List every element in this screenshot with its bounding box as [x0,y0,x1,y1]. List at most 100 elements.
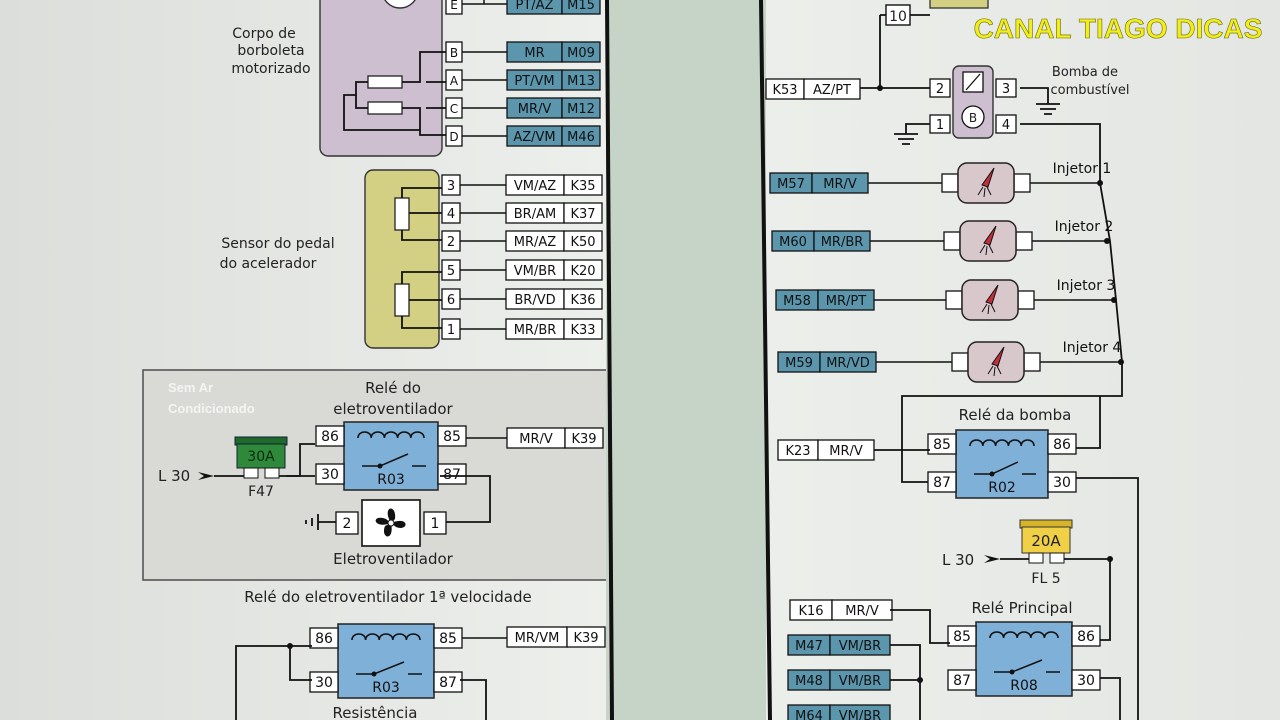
pedal-label-line: do acelerador [220,256,317,272]
relay-pin-text: 86 [1077,629,1095,645]
pin-box-text: C [450,102,458,116]
connector-code-tag-text: M46 [567,130,595,145]
pump-relay-title: Relé da bomba [959,406,1072,424]
connector-code-tag [561,97,601,119]
connector-code-tag-text: K20 [570,264,595,279]
pump-pin [995,114,1017,134]
relay-id: R08 [1010,678,1038,694]
center-connector-strip [606,0,766,720]
relay-contact [377,463,383,469]
fan-motor [361,499,421,547]
injector-spray-icon [977,186,992,198]
injector-icon [983,225,997,246]
fan-ground-icon [305,514,336,530]
relay-pin-text: 87 [443,467,461,483]
relay-pin [309,627,339,649]
fuse-f47: 30A [234,436,288,479]
relay-pin [947,669,977,691]
relay-pin-text: 30 [321,467,339,483]
strip-edge-left [605,0,614,720]
connector-code-tag-text: K33 [570,323,595,338]
wire-color-tag-text: MR/V [829,444,863,459]
pin-box-text: 5 [447,264,455,279]
resistance-label: Resistência [333,704,418,720]
relay-pin [315,425,345,447]
relay-pin-text: 87 [933,475,951,491]
wire-color-tag-text: VM/BR [514,264,556,279]
connector-code-tag-text: M58 [783,294,811,309]
wire-color-tag-text: MR/V [518,102,552,117]
injector-plug [1015,231,1033,251]
connector-code-tag [561,69,601,91]
wire [483,0,485,4]
injector-plug [1017,290,1035,310]
pump-relay-wires [874,396,1139,720]
pin-box-text: 2 [447,235,455,250]
relay-pin [309,671,339,693]
supply-arrow-icon [198,472,214,480]
connector-code-tag-text: K39 [571,432,596,447]
wire-color-tag-text: MR [524,46,544,61]
relay-coil-icon [351,633,421,641]
connector-code-tag-text: K35 [570,179,595,194]
relay-pin [437,425,467,447]
relay-pin-text: 85 [953,629,971,645]
relay-id: R03 [372,680,400,696]
relay-pin [1071,625,1101,647]
fan-label: Eletroventilador [333,550,453,568]
fuse-fl5-amp: 20A [1031,532,1061,550]
relay-pin [433,671,463,693]
fan-pin [335,511,359,535]
connector-code-tag-text: K50 [570,235,595,250]
wire-color-tag-text: MR/V [823,177,857,192]
pump-b-icon [961,105,985,129]
relay-id: R02 [988,480,1016,496]
wire-color-tag [829,704,891,720]
injector-label: Injetor 3 [1057,278,1116,294]
connector-code-tag [561,41,601,63]
wire-color-tag-text: VM/BR [839,639,881,654]
connector-code-tag [566,626,606,648]
relay-contact [371,671,377,677]
pin-box-text: 3 [447,179,455,194]
fan-pin [423,511,447,535]
fan-icon [375,508,406,537]
throttle-potentiometers [343,51,446,136]
relay-contact [1009,669,1015,675]
relay-pin-text: 30 [1077,673,1095,689]
fan-pin-text: 1 [431,516,440,532]
connector-code-tag-text: M57 [777,177,805,192]
pin-box-text: B [450,46,458,60]
wire-color-tag-text: MR/VM [515,631,560,646]
pump-pin-text: 1 [936,118,944,133]
channel-watermark: CANAL TIAGO DICAS [974,13,1263,44]
fan-relay-title: Relé do [365,379,421,397]
fuse-f47-amp: 30A [247,449,275,465]
pedal-potentiometers [394,187,444,329]
injector-plug [951,352,969,372]
pin-box-text: 6 [447,293,455,308]
injector-label: Injetor 1 [1053,161,1112,177]
pump-pin-text: 3 [1002,82,1010,97]
pump-wire-top [860,14,930,89]
relay-pin [1047,471,1077,493]
relay-pin-text: 87 [953,673,971,689]
relay-pin [315,463,345,485]
relay-coil-icon [969,439,1035,447]
injector-spray-icon [979,244,994,256]
fan-pin-text: 2 [343,516,352,532]
relay-pin [1071,669,1101,691]
injector-label: Injetor 4 [1063,340,1122,356]
pin-box-text: D [449,130,458,144]
wire-color-tag-text: VM/BR [839,674,881,689]
relay-pin-text: 85 [443,429,461,445]
fan-relay-title: eletroventilador [333,400,453,418]
injector-icon [981,167,995,188]
pump-ground-left [894,123,930,145]
relay-coil-icon [357,431,425,439]
connector-code-tag-text: M60 [779,235,807,250]
pin-box-text: 1 [447,323,455,338]
wire-color-tag-text: MR/PT [826,294,866,309]
connector-code-tag-text: K37 [570,207,595,222]
connector-code-tag [563,288,603,310]
